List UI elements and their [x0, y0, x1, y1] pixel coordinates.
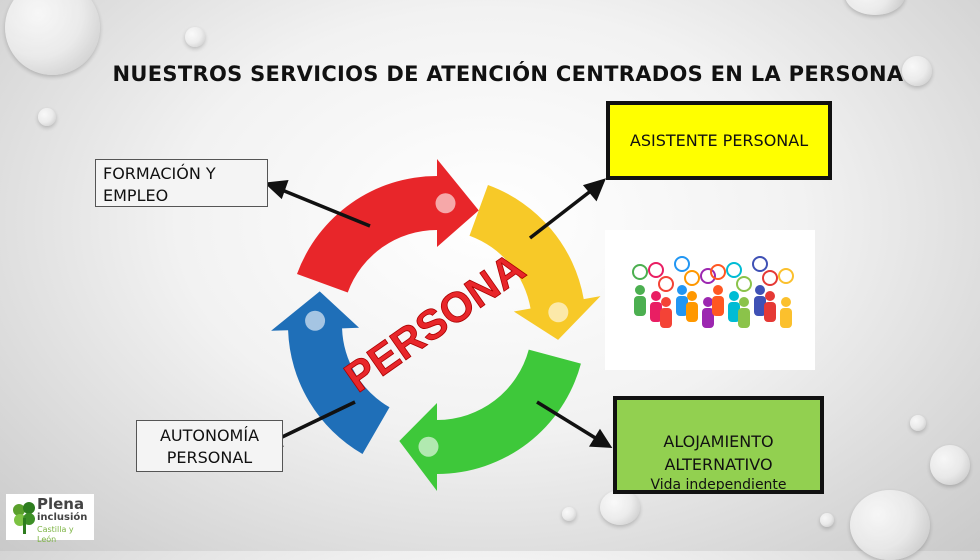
- autonomia-line1: AUTONOMÍA: [159, 426, 260, 445]
- water-drop: [38, 108, 56, 126]
- alojamiento-line1: ALOJAMIENTO: [663, 432, 774, 451]
- service-alojamiento-alternativo: ALOJAMIENTO ALTERNATIVO Vida independien…: [613, 396, 824, 494]
- speech-bubble: [632, 264, 648, 280]
- logo-name2: inclusión: [37, 512, 88, 523]
- person-body: [702, 308, 714, 328]
- person-body: [676, 296, 688, 316]
- arrow-highlight: [305, 310, 326, 331]
- water-drop: [562, 507, 576, 521]
- service-formacion-empleo: FORMACIÓN Y EMPLEO: [95, 159, 268, 207]
- person-head: [713, 285, 723, 295]
- clover-icon: [13, 502, 35, 534]
- person-head: [739, 297, 749, 307]
- speech-bubble: [752, 256, 768, 272]
- person-head: [635, 285, 645, 295]
- person-body: [712, 296, 724, 316]
- service-asistente-personal: ASISTENTE PERSONAL: [606, 101, 832, 180]
- person-head: [765, 291, 775, 301]
- speech-bubble: [700, 268, 716, 284]
- speech-bubble: [648, 262, 664, 278]
- speech-bubble: [710, 264, 726, 280]
- person-head: [651, 291, 661, 301]
- person-body: [764, 302, 776, 322]
- person-body: [738, 308, 750, 328]
- speech-bubble: [736, 276, 752, 292]
- arrow-to-autonomia: [277, 400, 356, 441]
- person-head: [687, 291, 697, 301]
- speech-bubble: [726, 262, 742, 278]
- person-head: [755, 285, 765, 295]
- arrow-to-asistente: [528, 188, 594, 240]
- person-body: [634, 296, 646, 316]
- slide-title: NUESTROS SERVICIOS DE ATENCIÓN CENTRADOS…: [112, 62, 904, 86]
- person-head: [729, 291, 739, 301]
- alojamiento-line2: ALTERNATIVO: [664, 455, 773, 474]
- persona-label: PERSONA: [336, 243, 533, 401]
- plena-inclusion-logo: Plena inclusión Castilla y León: [6, 494, 94, 544]
- logo-name: Plena: [37, 495, 85, 513]
- water-drop: [845, 0, 905, 15]
- green-cycle-arrow: [399, 349, 581, 491]
- water-drop: [185, 27, 205, 47]
- person-body: [754, 296, 766, 316]
- person-body: [650, 302, 662, 322]
- formacion-line1: FORMACIÓN Y: [103, 164, 216, 183]
- water-drop: [850, 490, 930, 560]
- autonomia-line2: PERSONAL: [166, 448, 253, 467]
- arrow-highlight: [418, 436, 439, 457]
- arrow-to-formacion: [281, 188, 371, 228]
- arrow-highlight: [435, 193, 456, 214]
- red-cycle-arrow: [296, 159, 479, 293]
- speech-bubble: [674, 256, 690, 272]
- speech-bubble: [684, 270, 700, 286]
- blue-cycle-arrow: [271, 291, 390, 455]
- person-head: [661, 297, 671, 307]
- person-body: [660, 308, 672, 328]
- person-body: [780, 308, 792, 328]
- logo-region: Castilla y León: [37, 525, 74, 544]
- person-head: [703, 297, 713, 307]
- yellow-cycle-arrow: [469, 184, 601, 340]
- people-image: [605, 230, 815, 370]
- alojamiento-sub: Vida independiente: [650, 477, 787, 493]
- speech-bubble: [778, 268, 794, 284]
- water-drop: [930, 445, 970, 485]
- person-body: [728, 302, 740, 322]
- arrow-highlight: [548, 302, 569, 323]
- water-drop: [600, 490, 640, 525]
- service-autonomia-personal: AUTONOMÍA PERSONAL: [136, 420, 283, 472]
- person-body: [686, 302, 698, 322]
- speech-bubble: [762, 270, 778, 286]
- water-drop: [910, 415, 926, 431]
- speech-bubble: [658, 276, 674, 292]
- formacion-line2: EMPLEO: [103, 186, 169, 205]
- water-drop: [902, 56, 932, 86]
- person-head: [677, 285, 687, 295]
- water-drop: [820, 513, 834, 527]
- person-head: [781, 297, 791, 307]
- water-drop: [5, 0, 100, 75]
- arrow-to-alojamiento: [536, 400, 598, 441]
